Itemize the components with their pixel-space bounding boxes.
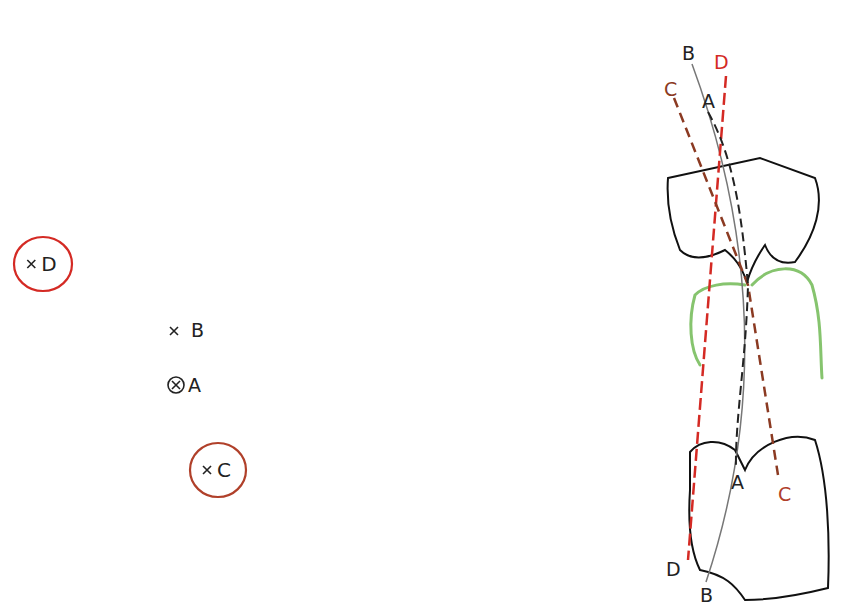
point-label: D [41,254,56,274]
line-label: B [682,44,695,63]
circled-point: C [188,441,248,499]
line-a [708,112,748,468]
upper-tooth [668,158,819,282]
circled-point: D [12,235,74,293]
line-label: D [714,53,729,72]
line-label: D [666,560,681,579]
line-label: B [191,321,204,340]
line-b [692,64,745,582]
x-mark [170,327,178,335]
line-label: A [702,92,715,111]
line-label: B [700,586,713,605]
circled-x-mark [168,377,184,393]
line-label: C [778,485,791,504]
line-label: A [731,473,744,492]
line-label: C [664,80,677,99]
line-label: A [188,376,201,395]
line-c [674,98,778,475]
point-label: C [217,460,231,480]
lower-tooth [689,437,828,600]
